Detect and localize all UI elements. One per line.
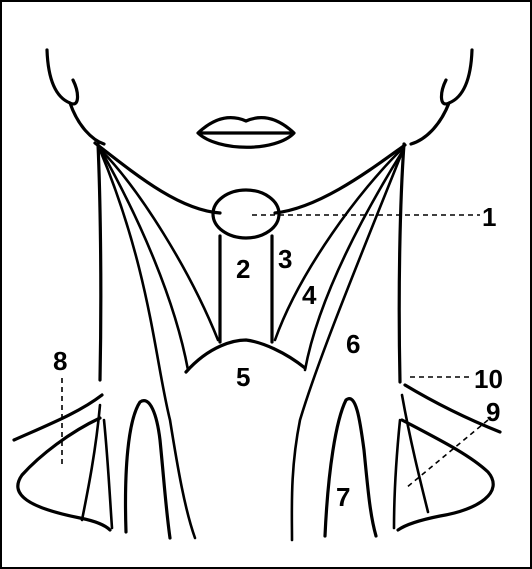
label-6: 6: [346, 329, 360, 359]
jaw-line: [95, 143, 405, 213]
label-2: 2: [236, 254, 250, 284]
right-lower-lobe: [325, 399, 376, 536]
larynx: [220, 236, 272, 342]
neck-outline-left: [98, 144, 101, 380]
label-4: 4: [302, 280, 317, 310]
right-clavicle-inner: [394, 420, 400, 528]
label-10: 10: [474, 364, 503, 394]
right-clavicle-line: [402, 395, 428, 512]
left-muscle-inner: [101, 150, 218, 340]
label-8: 8: [53, 346, 67, 376]
hyoid-bone: [213, 190, 279, 238]
left-ear: [47, 50, 104, 144]
left-lower-lobe: [126, 401, 170, 538]
label-9: 9: [486, 397, 500, 427]
left-shoulder-upper: [14, 395, 102, 440]
mouth: [198, 118, 294, 148]
label-5: 5: [236, 362, 250, 392]
neck-outline-right: [399, 144, 404, 382]
left-clavicle-inner: [104, 420, 112, 528]
label-3: 3: [278, 244, 292, 274]
right-shoulder-lower: [398, 420, 493, 530]
label-7: 7: [336, 482, 350, 512]
right-ear: [411, 50, 472, 144]
label-1: 1: [482, 202, 496, 232]
